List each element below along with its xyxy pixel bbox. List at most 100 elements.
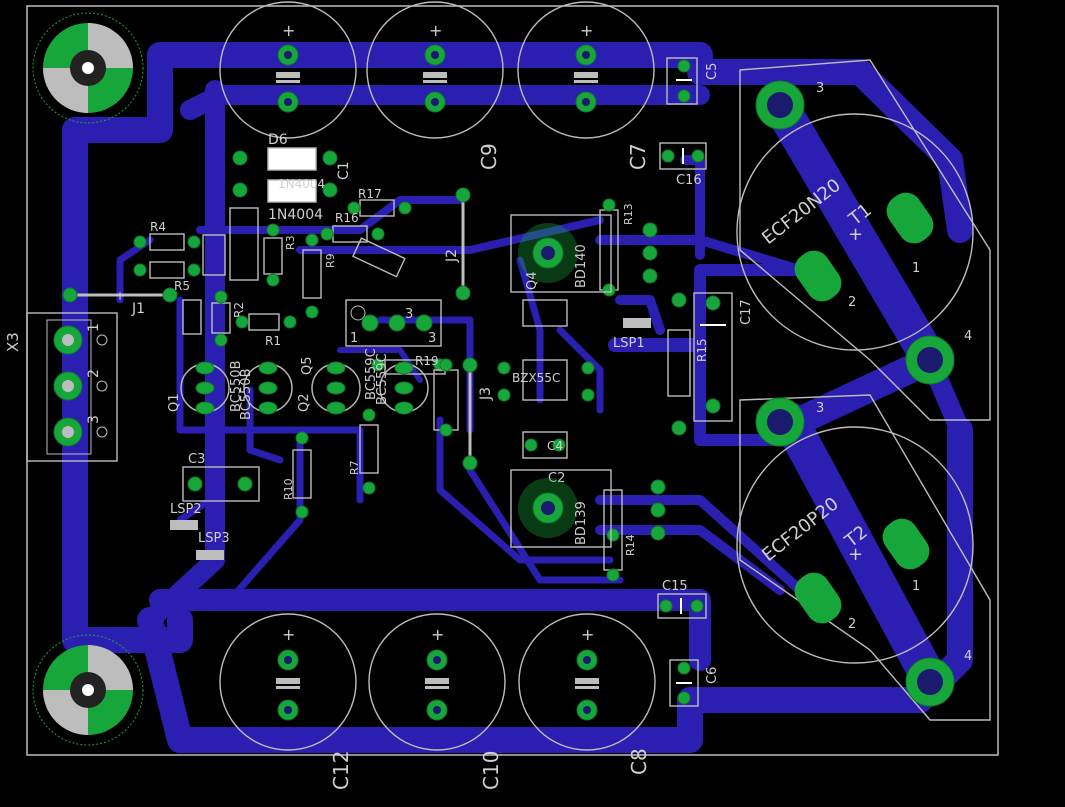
svg-text:R17: R17 [358, 187, 382, 201]
mounting-hole-top-left [32, 12, 144, 124]
resistor-r1: R1 [235, 313, 297, 348]
cap-c3: C3 [182, 452, 260, 502]
svg-text:C15: C15 [662, 579, 688, 594]
diode-d5: 1N4004 1N4004 [232, 177, 338, 223]
jumper-j2: J2 [444, 187, 471, 301]
cap-mid-top-group: + [366, 1, 504, 139]
resistor-r3: R3 [263, 223, 297, 287]
svg-text:BD139: BD139 [574, 501, 589, 545]
svg-text:1: 1 [912, 579, 920, 594]
small-cap-cluster [182, 207, 459, 437]
jumper-j1: + J1 [62, 287, 178, 317]
svg-text:Q4: Q4 [525, 271, 540, 290]
svg-text:1: 1 [86, 323, 102, 332]
svg-text:J3: J3 [478, 387, 494, 401]
svg-text:1N4004: 1N4004 [268, 207, 323, 223]
svg-text:C17: C17 [739, 299, 754, 325]
resistor-r13: R13 [599, 198, 635, 297]
cap-plus-sign: + [581, 625, 594, 644]
svg-text:C16: C16 [676, 173, 702, 188]
cap-plus-sign: + [580, 21, 593, 40]
resistor-r10: R10 [282, 431, 312, 519]
resistor-r5: R5 [133, 261, 201, 293]
svg-text:BC559C: BC559C [364, 348, 379, 400]
svg-text:R4: R4 [150, 220, 166, 234]
svg-text:C1: C1 [336, 161, 352, 180]
svg-text:R19: R19 [415, 354, 439, 368]
testpoint-lsp3: LSP3 [196, 531, 230, 560]
resistor-r16: R16 [320, 211, 385, 243]
cap-c7-label: C7 [626, 143, 650, 170]
connector-x3: 1 2 3 X3 [4, 312, 118, 462]
svg-text:C2: C2 [548, 471, 565, 486]
svg-text:Q5: Q5 [300, 356, 315, 375]
testpoint-lsp2: LSP2 [170, 502, 202, 530]
zener-diode: BZX55C [497, 299, 595, 402]
svg-text:BC550B: BC550B [239, 369, 254, 421]
cap-c17: C17 [693, 292, 754, 422]
cap-c10-label: C10 [479, 751, 503, 790]
svg-text:BZX55C: BZX55C [512, 371, 560, 385]
svg-text:2: 2 [848, 617, 856, 632]
mounting-hole-bottom-left [32, 634, 144, 746]
svg-text:C3: C3 [188, 452, 205, 467]
svg-text:2: 2 [86, 369, 102, 378]
resistor-r2: R2 [211, 290, 246, 347]
cap-c12-group: + [219, 613, 357, 751]
svg-text:3: 3 [86, 415, 102, 424]
svg-text:C6: C6 [705, 667, 720, 684]
diode-d6: D6 [232, 132, 338, 171]
svg-text:R13: R13 [622, 203, 635, 225]
svg-text:D6: D6 [268, 132, 288, 148]
transistor-q2: BC550B Q2 [239, 361, 312, 421]
svg-text:1N4004: 1N4004 [278, 177, 325, 191]
transistor-q1: Q1 BC550B [167, 361, 244, 415]
svg-text:R15: R15 [695, 338, 709, 362]
cap-plus-sign: + [429, 21, 442, 40]
svg-text:R16: R16 [335, 211, 359, 225]
resistor-r17: R17 [347, 187, 412, 217]
svg-text:R5: R5 [174, 279, 190, 293]
svg-text:LSP3: LSP3 [198, 531, 230, 546]
svg-text:4: 4 [964, 329, 972, 344]
svg-text:3: 3 [405, 307, 413, 322]
svg-text:1: 1 [350, 331, 358, 346]
cap-c5: C5 [666, 57, 720, 105]
resistor-r9: R9 [302, 233, 337, 319]
svg-text:J1: J1 [131, 301, 145, 317]
svg-text:3: 3 [816, 401, 824, 416]
cap-c8-label: C8 [627, 748, 651, 775]
svg-text:R1: R1 [265, 334, 281, 348]
transistor-q4-bd140: Q4 BD140 [510, 214, 658, 293]
cap-c12-label: C12 [329, 751, 353, 790]
svg-text:C5: C5 [705, 63, 720, 80]
cap-c2: C2 [548, 471, 565, 486]
svg-text:1: 1 [912, 261, 920, 276]
cap-c9-label: C9 [477, 143, 501, 170]
cap-c8-group: + [518, 613, 656, 751]
svg-text:+: + [848, 224, 863, 245]
cap-c9-group: + [219, 1, 357, 139]
svg-text:+: + [848, 544, 863, 565]
svg-text:LSP1: LSP1 [613, 336, 645, 351]
svg-text:R10: R10 [282, 478, 295, 500]
resistor-r4: R4 [133, 220, 201, 251]
cap-plus-sign: + [282, 625, 295, 644]
cap-plus-sign: + [431, 625, 444, 644]
svg-text:Q2: Q2 [297, 393, 312, 412]
transistor-q5: Q5 BC559C [300, 348, 379, 415]
svg-text:J2: J2 [444, 249, 460, 263]
cap-c4: C4 [522, 431, 568, 459]
svg-text:4: 4 [964, 649, 972, 664]
cap-c1: C1 [336, 161, 352, 180]
svg-text:R14: R14 [624, 534, 637, 556]
connector-x3-label: X3 [4, 332, 22, 352]
testpoint-lsp1: LSP1 [613, 318, 651, 351]
svg-text:R7: R7 [348, 460, 361, 475]
jumper-j3: J3 [462, 357, 494, 471]
svg-text:3: 3 [816, 81, 824, 96]
svg-text:BC559C: BC559C [375, 353, 390, 405]
svg-text:C4: C4 [547, 439, 563, 453]
cap-plus-sign: + [282, 21, 295, 40]
